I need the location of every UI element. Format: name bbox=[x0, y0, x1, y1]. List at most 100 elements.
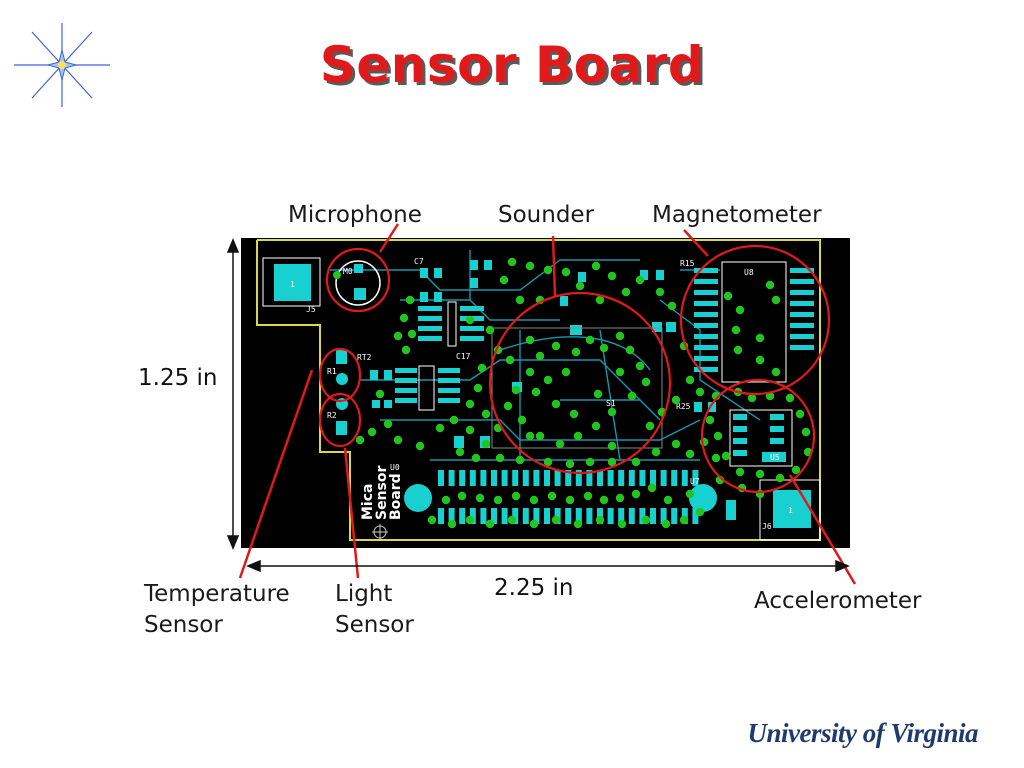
via bbox=[685, 489, 695, 499]
via bbox=[663, 495, 673, 505]
via bbox=[465, 399, 475, 409]
header-pin bbox=[671, 508, 678, 524]
via bbox=[733, 345, 743, 355]
via bbox=[565, 459, 575, 469]
pcb-vias bbox=[355, 257, 813, 529]
header-pin bbox=[448, 508, 455, 524]
header-pin bbox=[459, 470, 466, 486]
board-name-line3: Board bbox=[388, 473, 404, 520]
via bbox=[747, 393, 757, 403]
header-pin bbox=[438, 470, 444, 486]
u8-pins bbox=[694, 268, 814, 372]
header-pin bbox=[501, 470, 508, 486]
microphone-component bbox=[335, 260, 381, 306]
header-pin bbox=[533, 508, 540, 524]
header-pin bbox=[681, 470, 688, 486]
via bbox=[671, 439, 681, 449]
via bbox=[571, 347, 581, 357]
via bbox=[569, 409, 579, 419]
via bbox=[441, 495, 451, 505]
ic-signal bbox=[395, 368, 460, 403]
via bbox=[583, 491, 593, 501]
header-pin bbox=[650, 508, 656, 524]
width-dimension-label: 2.25 in bbox=[494, 575, 574, 601]
via bbox=[755, 355, 765, 365]
header-pin bbox=[607, 508, 614, 524]
header-pin bbox=[628, 508, 635, 524]
sounder-outline bbox=[491, 327, 663, 449]
header-pin bbox=[575, 508, 582, 524]
header-pin bbox=[512, 470, 519, 486]
height-arrow-top-icon bbox=[226, 238, 240, 253]
via bbox=[515, 455, 525, 465]
via bbox=[595, 295, 605, 305]
header-pin bbox=[650, 470, 656, 486]
header-pin bbox=[618, 508, 625, 524]
header-pin bbox=[660, 508, 667, 524]
via bbox=[493, 495, 503, 505]
via bbox=[615, 493, 625, 503]
header-pin bbox=[628, 470, 635, 486]
via bbox=[399, 313, 409, 323]
header-pin bbox=[639, 508, 646, 524]
via bbox=[505, 355, 515, 365]
via bbox=[607, 457, 617, 467]
header-pin bbox=[491, 470, 497, 486]
r25-label: R25 bbox=[676, 402, 691, 411]
via bbox=[435, 423, 445, 433]
via bbox=[711, 453, 721, 463]
header-pin bbox=[618, 470, 625, 486]
via bbox=[785, 393, 795, 403]
via bbox=[551, 399, 561, 409]
r2-pad bbox=[336, 421, 347, 435]
via bbox=[543, 457, 553, 467]
m0-label: M0 bbox=[343, 267, 353, 276]
via bbox=[511, 491, 521, 501]
via bbox=[529, 519, 539, 529]
r15-label: R15 bbox=[680, 259, 695, 268]
via bbox=[607, 271, 617, 281]
header-pin bbox=[544, 470, 550, 486]
u0-label: U0 bbox=[390, 463, 400, 472]
via bbox=[723, 291, 733, 301]
via bbox=[449, 415, 459, 425]
slide-title: Sensor Board bbox=[319, 36, 705, 94]
via bbox=[631, 489, 641, 499]
accelerometer-label: Accelerometer bbox=[754, 588, 922, 614]
header-pin bbox=[533, 470, 540, 486]
connector-header bbox=[438, 470, 699, 524]
width-arrow-right-icon bbox=[835, 559, 850, 573]
via bbox=[795, 409, 805, 419]
via bbox=[791, 465, 801, 475]
via bbox=[511, 385, 521, 395]
via bbox=[771, 367, 781, 377]
board-outline bbox=[256, 239, 821, 541]
u7-label: U7 bbox=[690, 477, 700, 486]
via bbox=[775, 473, 785, 483]
rt2-label: RT2 bbox=[357, 353, 372, 362]
via bbox=[465, 425, 475, 435]
j6-pad-label: 1 bbox=[788, 506, 793, 515]
via bbox=[525, 335, 535, 345]
r1-label: R1 bbox=[327, 367, 337, 376]
via bbox=[495, 453, 505, 463]
via bbox=[547, 491, 557, 501]
via bbox=[575, 281, 585, 291]
j5-pad bbox=[274, 264, 311, 301]
via bbox=[475, 493, 485, 503]
header-pin bbox=[671, 470, 678, 486]
via bbox=[525, 367, 535, 377]
via bbox=[679, 515, 689, 525]
header-pin bbox=[586, 508, 593, 524]
via bbox=[471, 453, 481, 463]
via bbox=[651, 447, 661, 457]
via bbox=[543, 265, 553, 275]
via bbox=[573, 519, 583, 529]
j5-label: J5 bbox=[306, 305, 316, 314]
j6-connector bbox=[759, 479, 821, 541]
header-pin bbox=[575, 470, 582, 486]
via bbox=[685, 449, 695, 459]
star-logo-icon bbox=[14, 23, 110, 107]
header-pin bbox=[512, 508, 519, 524]
